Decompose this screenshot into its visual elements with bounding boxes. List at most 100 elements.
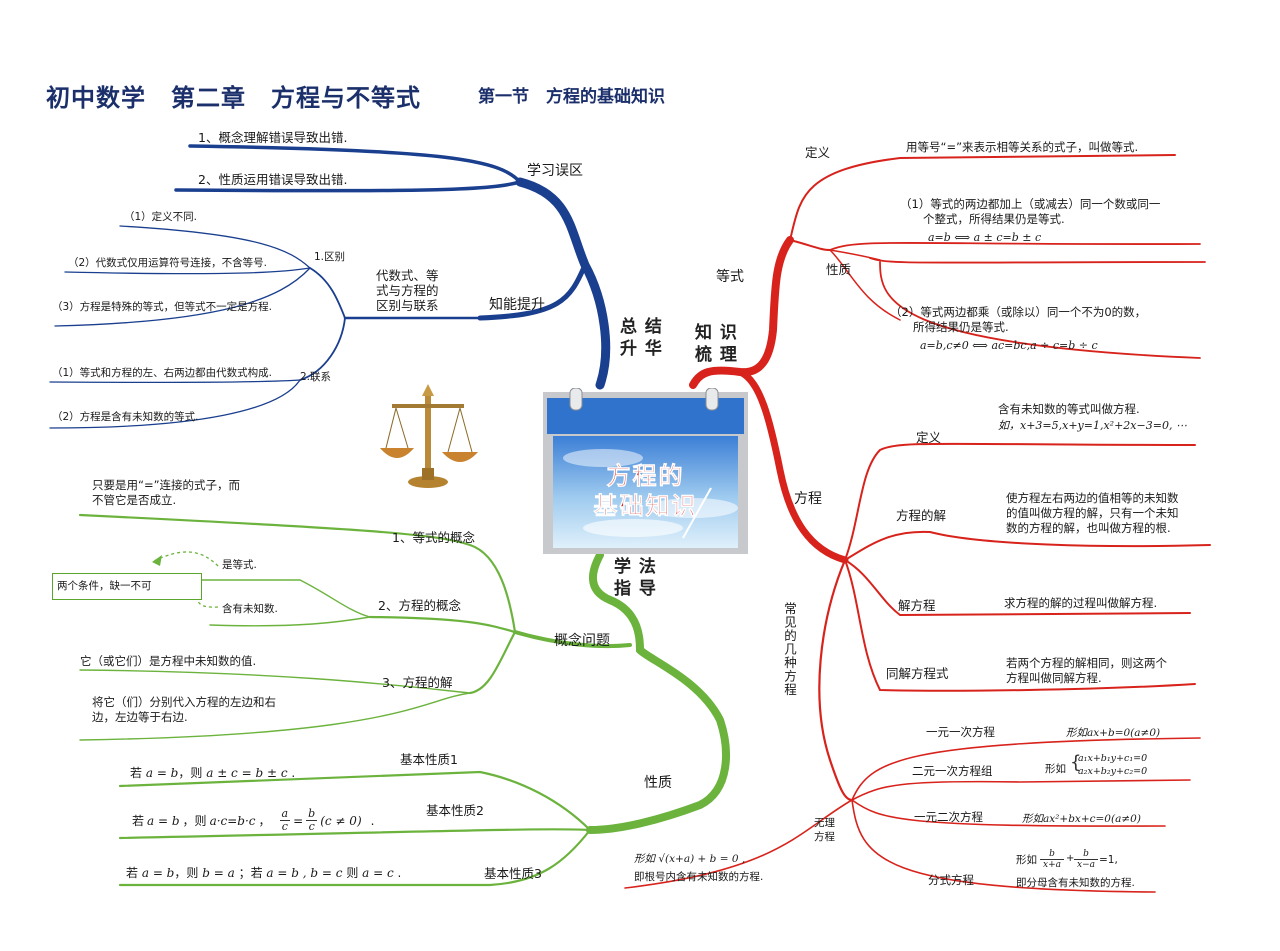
property-3-text: 若 a = b，则 b = a ；若 a = b , b = c 则 a = c… bbox=[126, 864, 401, 881]
p3-m2: b = a bbox=[202, 866, 235, 880]
property-1-text: 若 a = b，则 a ± c = b ± c . bbox=[130, 764, 295, 781]
improve-sub-label: 代数式、等 式与方程的 区别与联系 bbox=[376, 268, 439, 313]
irrational-label: 无理 方程 bbox=[814, 817, 835, 843]
center-calendar: 方程的 基础知识 bbox=[543, 387, 748, 554]
equality-def-label: 定义 bbox=[805, 145, 831, 160]
p2-fa: a bbox=[279, 807, 291, 821]
system-brace: { bbox=[1070, 752, 1082, 773]
solution-concept-label: 3、方程的解 bbox=[382, 675, 453, 690]
solving-label: 解方程 bbox=[898, 598, 936, 613]
p3-mid2: ；若 bbox=[238, 866, 263, 880]
link-item-1: （1）等式和方程的左、右两边都由代数式构成. bbox=[52, 367, 273, 379]
property-3-label: 基本性质3 bbox=[484, 866, 542, 881]
p2-frac-b: b c bbox=[306, 807, 318, 833]
type-fractional-prefix: 形如 bbox=[1016, 854, 1037, 866]
calendar-icon bbox=[543, 387, 748, 554]
eq-concept-label: 1、等式的概念 bbox=[392, 530, 475, 545]
p1-mid: ，则 bbox=[178, 766, 203, 780]
p2-fb: b bbox=[306, 807, 318, 821]
condition-2: 含有未知数. bbox=[222, 603, 278, 615]
section-title: 第一节 方程的基础知识 bbox=[478, 87, 665, 107]
center-title-line1: 方程的 bbox=[606, 462, 685, 491]
fraction-2-den: x−a bbox=[1077, 860, 1095, 870]
p3-end: . bbox=[397, 866, 402, 880]
p2-pre: 若 bbox=[132, 814, 145, 828]
p1-m2: a ± c = b ± c bbox=[206, 766, 288, 780]
balance-scale-icon bbox=[380, 384, 478, 488]
type-system-label: 二元一次方程组 bbox=[912, 764, 993, 778]
p3-mid: ，则 bbox=[174, 866, 199, 880]
type-quadratic-form: 形如ax²+bx+c=0(a≠0) bbox=[1022, 813, 1141, 825]
type-fractional-desc: 即分母含有未知数的方程. bbox=[1016, 877, 1135, 889]
type-fractional-suffix: =1, bbox=[1099, 854, 1118, 866]
equation-def-label: 定义 bbox=[916, 430, 942, 445]
type-linear-label: 一元一次方程 bbox=[926, 725, 995, 739]
link-label: 2.联系 bbox=[300, 371, 332, 383]
type-linear-form: 形如ax+b=0(a≠0) bbox=[1066, 727, 1161, 739]
fraction-2: b x−a bbox=[1074, 849, 1098, 870]
diff-item-2: （2）代数式仅用运算符号连接，不含等号. bbox=[68, 257, 268, 269]
p2-fc1: c bbox=[281, 820, 288, 833]
p3-pre: 若 bbox=[126, 866, 139, 880]
type-system-eq1: a₁x+b₁y+c₁=0 bbox=[1078, 753, 1148, 764]
p2-sep: ， bbox=[258, 814, 271, 828]
branch-knowledge-label: 知 识 梳 理 bbox=[695, 323, 738, 365]
equality-prop2-math: a=b,c≠0 ⟺ ac=bc,a ÷ c=b ÷ c bbox=[920, 339, 1098, 352]
solution-concept-text1: 它（或它们）是方程中未知数的值. bbox=[80, 654, 257, 668]
diff-item-3: （3）方程是特殊的等式，但等式不一定是方程. bbox=[52, 301, 273, 313]
same-solution-label: 同解方程式 bbox=[886, 666, 949, 681]
p2-frac-a: a c bbox=[279, 807, 291, 833]
p2-mid: ，则 bbox=[182, 814, 207, 828]
conditions-box-text: 两个条件，缺一不可 bbox=[57, 580, 152, 592]
improve-label: 知能提升 bbox=[489, 297, 545, 313]
conditions-box: 两个条件，缺一不可 bbox=[52, 573, 202, 600]
mistake-item-2: 2、性质运用错误导致出错. bbox=[198, 172, 348, 187]
equality-prop1-math: a=b ⟺ a ± c=b ± c bbox=[928, 231, 1042, 244]
page-title: 初中数学 第二章 方程与不等式 bbox=[46, 84, 421, 112]
p1-m1: a = b bbox=[145, 766, 179, 780]
fraction-plus: + bbox=[1066, 853, 1075, 864]
solution-label: 方程的解 bbox=[896, 508, 947, 523]
type-system-eq2: a₂x+b₂y+c₂=0 bbox=[1078, 766, 1148, 777]
fraction-1-den: x+a bbox=[1043, 860, 1061, 870]
eq-concept-text: 只要是用“=”连接的式子，而 不管它是否成立. bbox=[92, 478, 241, 507]
equality-prop-label: 性质 bbox=[826, 262, 852, 277]
equation-label: 方程 bbox=[794, 491, 822, 507]
equation-types-label: 常见的几种方程 bbox=[782, 602, 797, 697]
type-quadratic-label: 一元二次方程 bbox=[914, 810, 983, 824]
equality-prop1: （1）等式的两边都加上（或减去）同一个数或同一 个整式，所得结果仍是等式. bbox=[900, 197, 1161, 226]
branch-method-label: 学 法 指 导 bbox=[614, 557, 657, 599]
property-2-text: 若 a = b，则 a·c=b·c， a c = b c (c ≠ 0) . bbox=[132, 807, 375, 833]
fraction-1: b x+a bbox=[1040, 849, 1064, 870]
mistake-item-1: 1、概念理解错误导致出错. bbox=[198, 130, 348, 145]
center-title-line2: 基础知识 bbox=[593, 492, 698, 521]
equation-concept-label: 2、方程的概念 bbox=[378, 598, 461, 613]
concepts-label: 概念问题 bbox=[554, 633, 610, 649]
p2-cond: (c ≠ 0) bbox=[320, 813, 362, 828]
p3-m1: a = b bbox=[141, 866, 175, 880]
type-fractional-label: 分式方程 bbox=[928, 873, 974, 887]
properties-label: 性质 bbox=[644, 775, 672, 791]
p1-end: . bbox=[291, 766, 296, 780]
type-system-prefix: 形如 bbox=[1045, 763, 1066, 775]
p3-mid3: 则 bbox=[346, 866, 359, 880]
equation-def-example: 如，x+3=5,x+y=1,x²+2x−3=0, ⋯ bbox=[998, 419, 1187, 432]
diff-item-1: （1）定义不同. bbox=[124, 211, 198, 223]
p3-m3: a = b , b = c bbox=[266, 866, 343, 880]
mistakes-label: 学习误区 bbox=[527, 163, 583, 179]
equality-def-text: 用等号“=”来表示相等关系的式子，叫做等式. bbox=[906, 140, 1139, 154]
diff-label: 1.区别 bbox=[314, 251, 346, 263]
link-item-2: （2）方程是含有未知数的等式. bbox=[52, 411, 199, 423]
solution-text: 使方程左右两边的值相等的未知数 的值叫做方程的解，只有一个未知 数的方程的解，也… bbox=[1006, 491, 1179, 535]
p2-fc2: c bbox=[308, 820, 315, 833]
equality-prop2: （2）等式两边都乘（或除以）同一个不为0的数， 所得结果仍是等式. bbox=[890, 305, 1147, 334]
p2-m2: a·c=b·c bbox=[209, 813, 256, 828]
equation-def-text: 含有未知数的等式叫做方程. bbox=[998, 402, 1140, 416]
irrational-desc: 即根号内含有未知数的方程. bbox=[634, 871, 764, 883]
condition-1: 是等式. bbox=[222, 559, 257, 571]
property-1-label: 基本性质1 bbox=[400, 752, 458, 767]
same-solution-text: 若两个方程的解相同，则这两个 方程叫做同解方程. bbox=[1006, 656, 1167, 685]
irrational-form: 形如 √(x+a) + b = 0 , bbox=[634, 853, 746, 865]
fraction-1-num: b bbox=[1040, 849, 1064, 860]
branch-summary-label: 总 结 升 华 bbox=[620, 317, 663, 359]
